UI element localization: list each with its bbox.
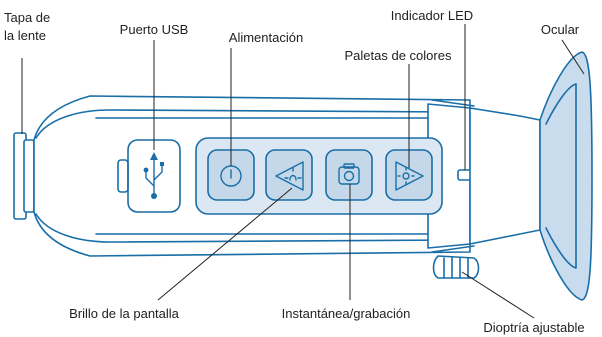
- palette-right-icon: [395, 161, 424, 191]
- eyepiece-tube: [469, 107, 541, 245]
- callout-labels: Tapa de la lente Puerto USB Alimentación…: [4, 8, 585, 335]
- usb-port[interactable]: [117, 139, 181, 213]
- power-button[interactable]: [207, 149, 255, 201]
- label-lens-cap-line1: Tapa de: [4, 10, 50, 25]
- camera-icon: [338, 163, 360, 185]
- leader-lines: [21, 24, 585, 319]
- label-usb-port: Puerto USB: [120, 22, 189, 37]
- brightness-left-icon: [275, 161, 304, 191]
- diopter-ring: [432, 255, 480, 279]
- button-panel: [195, 137, 443, 215]
- brightness-button[interactable]: [265, 149, 313, 201]
- body-contour-top: [35, 109, 459, 139]
- body-contour-bottom: [35, 213, 459, 243]
- label-led-indicator: Indicador LED: [391, 8, 473, 23]
- label-lens-cap-line2: la lente: [4, 28, 46, 43]
- label-power: Alimentación: [229, 30, 303, 45]
- rear-collar: [427, 99, 475, 253]
- monocular-device: [13, 51, 593, 301]
- label-snapshot-recording: Instantánea/grabación: [282, 306, 411, 321]
- eyecup: [539, 51, 593, 301]
- label-screen-brightness: Brillo de la pantalla: [69, 306, 180, 321]
- label-adjustable-diopter: Dioptría ajustable: [483, 320, 584, 335]
- leader-diopter: [461, 271, 535, 319]
- leader-eyepiece: [561, 39, 585, 75]
- label-color-palettes: Paletas de colores: [345, 48, 452, 63]
- label-eyepiece: Ocular: [541, 22, 580, 37]
- usb-icon: [143, 152, 164, 199]
- lens-cap: [13, 132, 35, 220]
- eyecup-inner: [545, 83, 577, 269]
- leader-brightness: [157, 187, 293, 301]
- snapshot-button[interactable]: [325, 149, 373, 201]
